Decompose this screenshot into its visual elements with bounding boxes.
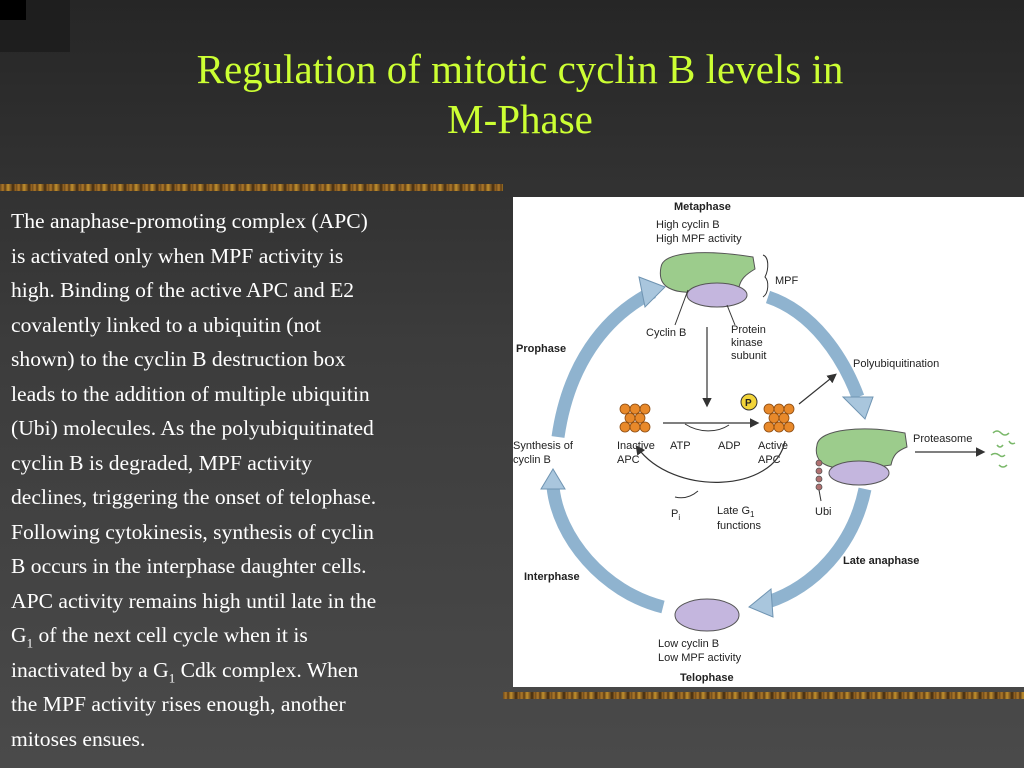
label-p-badge: P [745, 398, 752, 409]
kinase-subunit-right [828, 460, 890, 486]
cycle-arrowhead-polyubi [841, 396, 874, 420]
label-kinase: kinase [731, 337, 763, 349]
body-line-inactivated: inactivated by a G1 Cdk complex. When [11, 653, 495, 688]
body-paragraph: The anaphase-promoting complex (APC) is … [11, 204, 495, 756]
label-late-anaphase: Late anaphase [843, 555, 919, 567]
cycle-arrow-interphase [546, 486, 665, 614]
label-late-g1: Late G1 [717, 505, 755, 519]
ubiquitin-chain [815, 459, 823, 491]
body-line: (Ubi) molecules. As the polyubiquitinate… [11, 416, 374, 440]
body-line: APC activity remains high until late in … [11, 588, 377, 613]
kinase-subunit-top [686, 282, 748, 308]
label-telophase: Telophase [680, 672, 734, 684]
decorative-band-bottom [503, 692, 1024, 699]
arrow-inactivation [635, 440, 786, 483]
cycle-arrow-prophase [551, 286, 656, 438]
label-pi: Pi [671, 508, 680, 522]
cell-cycle-diagram: Metaphase High cyclin B High MPF activit… [513, 201, 1016, 684]
label-interphase: Interphase [524, 571, 580, 583]
inact-subscript: 1 [168, 669, 176, 685]
label-inactive-apc: APC [617, 454, 640, 466]
g1-text: G [11, 623, 27, 647]
title-line-2: M-Phase [447, 96, 593, 142]
label-low-cyclin: Low cyclin B [658, 638, 719, 650]
arrow-atp-adp [684, 423, 730, 432]
title-line-1: Regulation of mitotic cyclin B levels in [196, 46, 844, 92]
body-line: covalently linked to a ubiquitin (not [11, 312, 322, 337]
body-line: B occurs in the interphase daughter cell… [11, 554, 367, 578]
label-synthesis-2: cyclin B [513, 454, 551, 466]
label-cyclin-b: Cyclin B [646, 327, 686, 339]
cycle-arrow-late-anaphase [765, 487, 872, 609]
body-line: Following cytokinesis, synthesis of cycl… [11, 519, 374, 544]
label-polyubiquitination: Polyubiquitination [853, 358, 939, 370]
label-protein: Protein [731, 324, 766, 336]
label-active: Active [758, 440, 788, 452]
decorative-band-top [0, 184, 503, 191]
cycle-arrow-polyubi [765, 290, 865, 400]
label-high-cyclin: High cyclin B [656, 219, 720, 231]
inact-text: inactivated by a G [11, 657, 169, 682]
mpf-bracket [762, 254, 769, 298]
body-line: cyclin B is degraded, MPF activity [11, 450, 313, 475]
corner-mark [0, 0, 26, 20]
body-line: The anaphase-promoting complex (APC) [11, 209, 368, 233]
label-functions: functions [717, 520, 762, 532]
g1-rest: of the next cell cycle when it is [33, 623, 308, 647]
label-low-mpf: Low MPF activity [658, 652, 742, 664]
leader-kinase [726, 304, 736, 326]
label-metaphase: Metaphase [674, 201, 731, 213]
body-line: mitoses ensues. [11, 726, 146, 751]
label-adp: ADP [718, 440, 741, 452]
label-ubi: Ubi [815, 506, 832, 518]
inactive-apc-cluster [619, 403, 651, 433]
body-line: is activated only when MPF activity is [11, 243, 344, 268]
slide-title: Regulation of mitotic cyclin B levels in… [60, 44, 980, 144]
body-line-g1: G1 of the next cell cycle when it is [11, 618, 495, 653]
label-atp: ATP [670, 440, 691, 452]
active-apc-cluster [763, 403, 795, 433]
label-inactive: Inactive [617, 440, 655, 452]
leader-ubi [818, 489, 822, 502]
body-line: declines, triggering the onset of teloph… [11, 485, 377, 509]
phosphate-badge [740, 393, 758, 411]
cell-cycle-figure: Metaphase High cyclin B High MPF activit… [513, 197, 1024, 687]
body-line: shown) to the cyclin B destruction box [11, 347, 346, 371]
arrow-to-polyubi [798, 373, 837, 405]
kinase-subunit-telophase [674, 598, 740, 632]
body-line: the MPF activity rises enough, another [11, 692, 346, 716]
label-proteasome: Proteasome [913, 433, 972, 445]
label-prophase: Prophase [516, 343, 566, 355]
cyclin-b-shape-top [659, 252, 756, 293]
cycle-arrowhead-telophase [748, 588, 774, 618]
cycle-arrowhead-prophase [638, 276, 666, 309]
inact-rest: Cdk complex. When [175, 657, 359, 682]
degraded-fragments-icon [990, 430, 1016, 468]
label-high-mpf: High MPF activity [656, 233, 742, 245]
cycle-arrowhead-interphase [540, 468, 566, 490]
g1-subscript: 1 [26, 635, 34, 651]
label-mpf: MPF [775, 275, 799, 287]
body-line: leads to the addition of multiple ubiqui… [11, 381, 370, 406]
label-active-apc: APC [758, 454, 781, 466]
leader-cyclin [674, 289, 689, 326]
body-line: high. Binding of the active APC and E2 [11, 278, 355, 302]
label-synthesis-1: Synthesis of [513, 440, 574, 452]
arrow-pi-branch [674, 490, 699, 499]
label-subunit: subunit [731, 350, 766, 362]
